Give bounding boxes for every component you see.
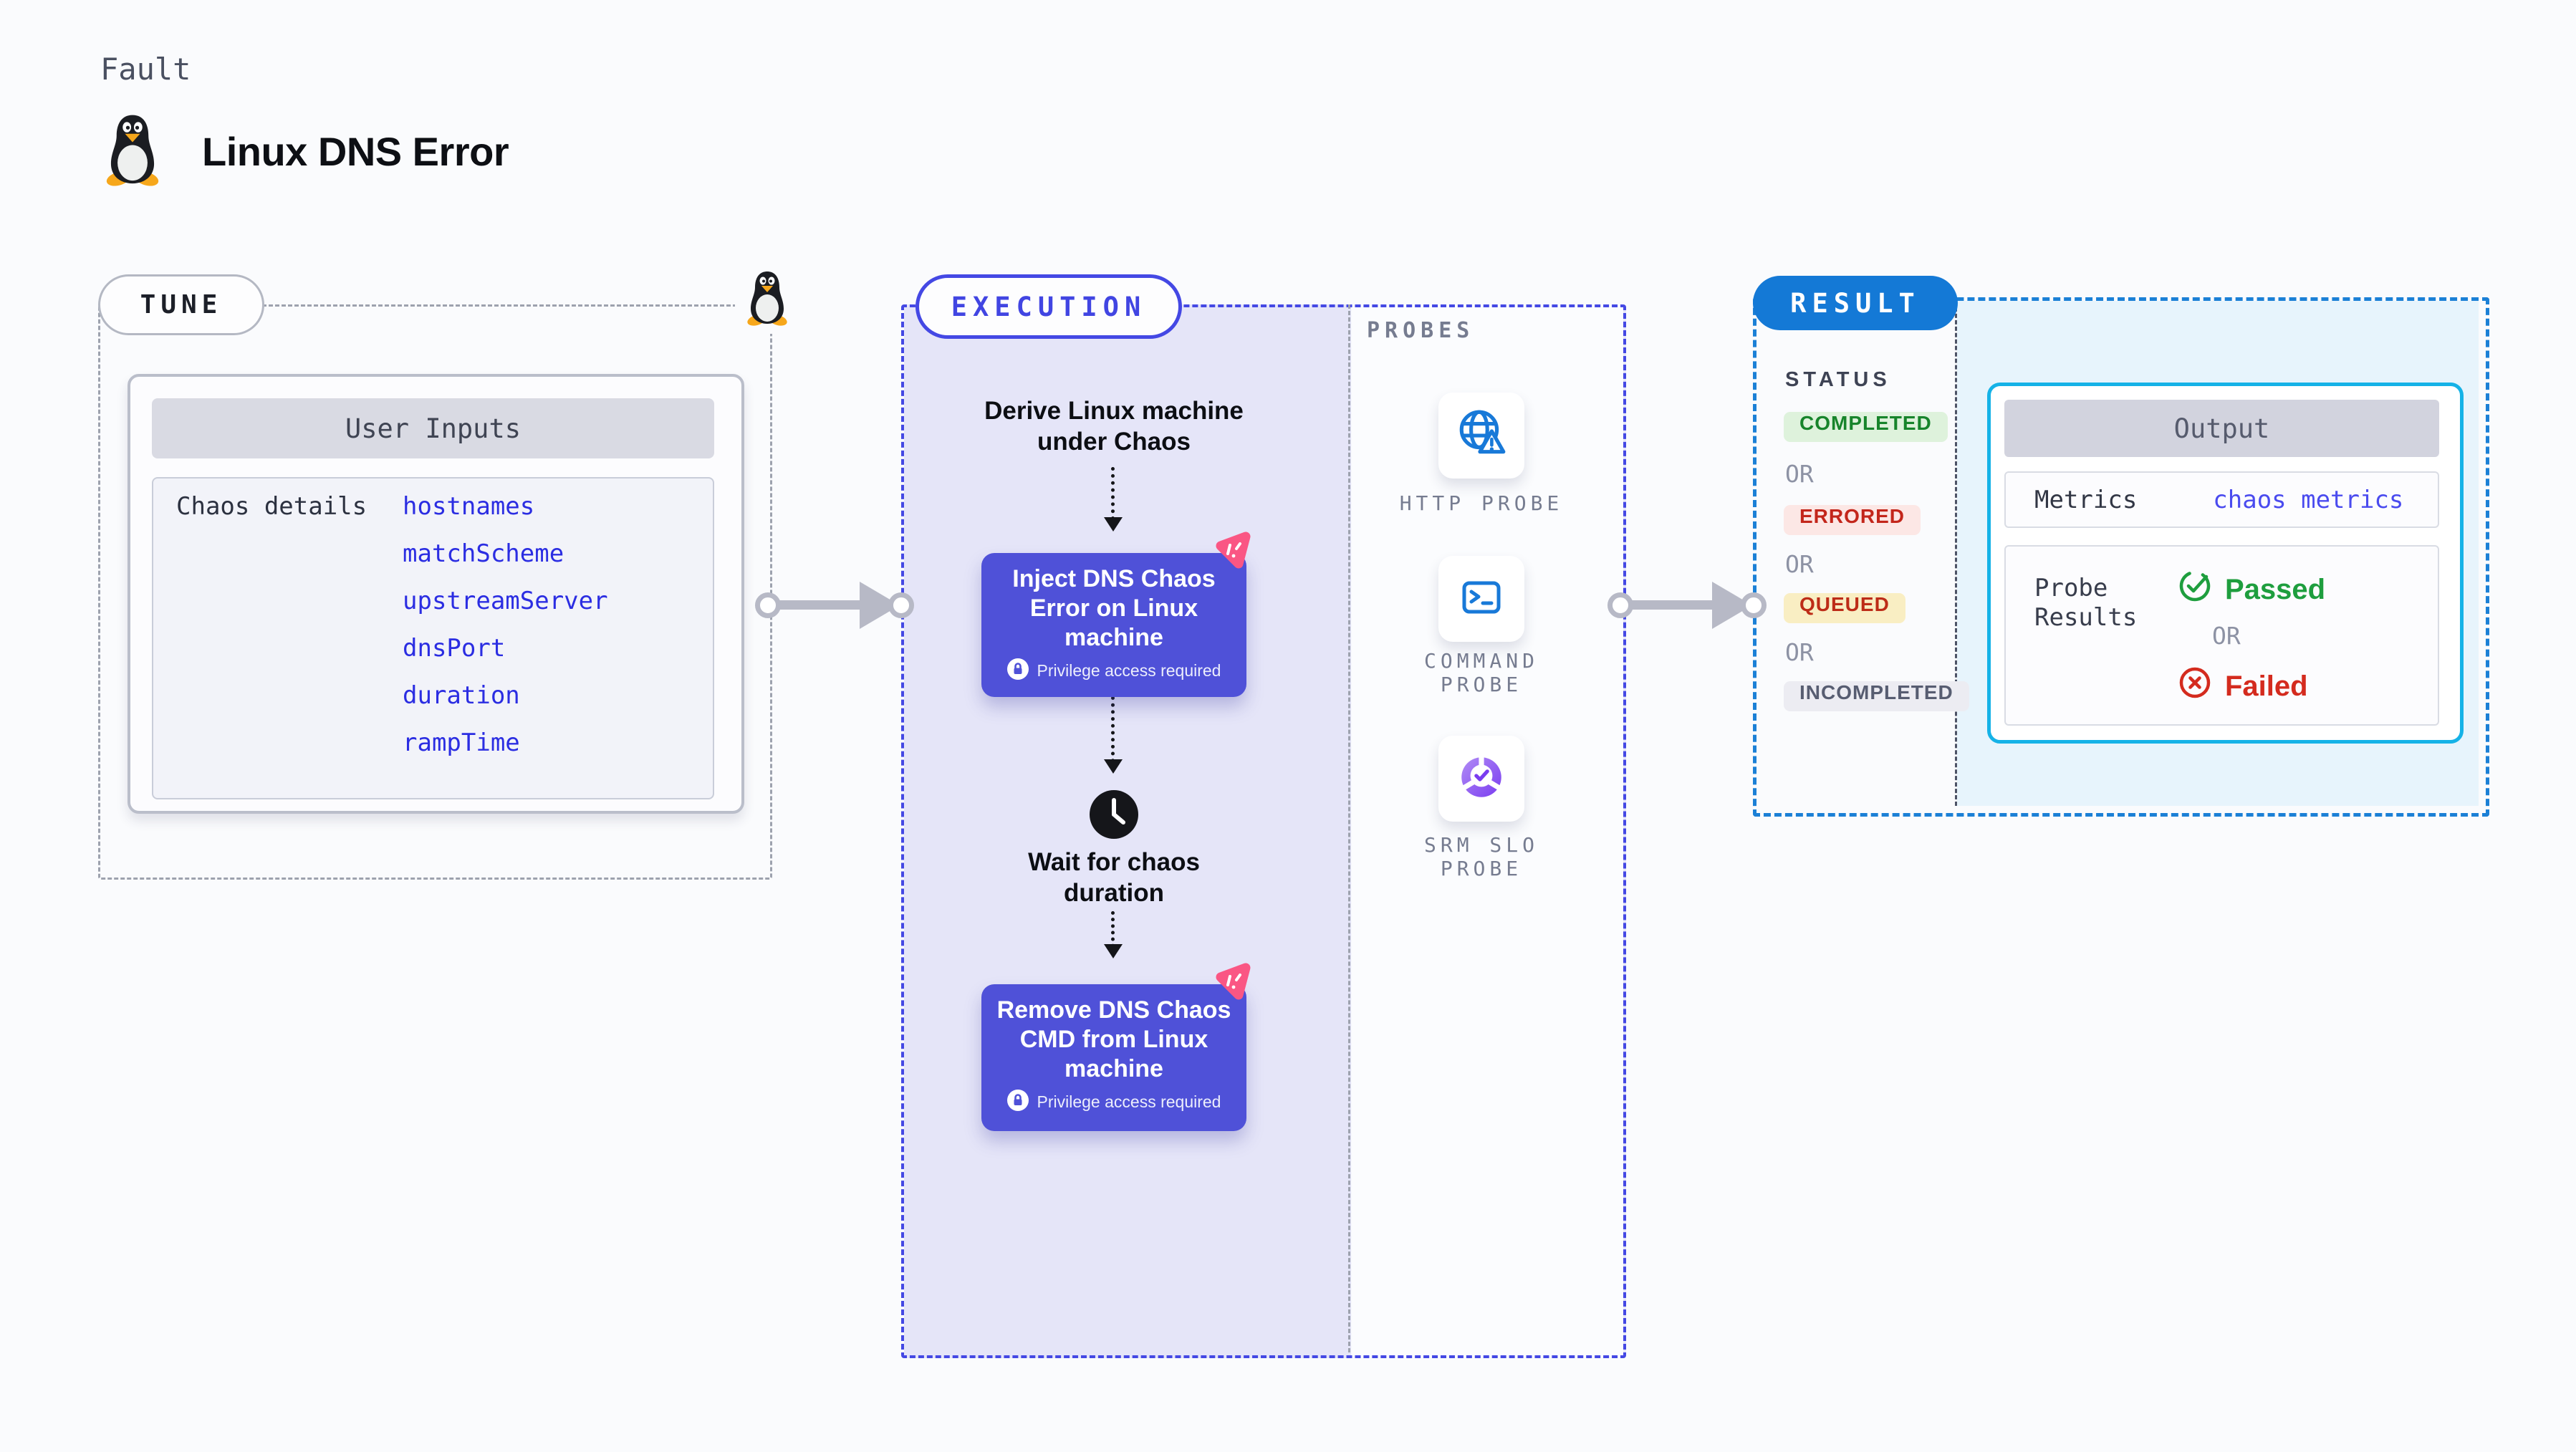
arrow-tune-to-execution <box>755 573 914 638</box>
chaos-details-label: Chaos details <box>176 492 367 521</box>
failed-text: Failed <box>2225 670 2308 702</box>
inject-chaos-title: Inject DNS Chaos Error on Linux machine <box>1012 565 1216 651</box>
execution-probes-divider <box>1348 304 1350 1352</box>
inject-chaos-node[interactable]: Inject DNS Chaos Error on Linux machine … <box>981 553 1246 697</box>
param-hostnames[interactable]: hostnames <box>403 492 535 521</box>
output-card: Output Metrics chaos metrics Probe Resul… <box>1987 383 2464 744</box>
srm-slo-probe-label: SRM SLO PROBE <box>1423 833 1539 880</box>
derive-step-text: Derive Linux machine under Chaos <box>984 397 1244 456</box>
x-circle-icon <box>2178 665 2212 707</box>
remove-privilege-badge: Privilege access required <box>1037 1092 1221 1111</box>
probe-results-row: Probe Results Passed OR <box>2004 545 2439 726</box>
param-matchscheme[interactable]: matchScheme <box>403 539 564 568</box>
param-dnsport[interactable]: dnsPort <box>403 634 506 663</box>
metrics-value-link[interactable]: chaos metrics <box>2213 485 2404 514</box>
status-badge-incompleted: INCOMPLETED <box>1784 681 1969 711</box>
user-inputs-title: User Inputs <box>152 398 714 458</box>
command-probe-label: COMMAND PROBE <box>1423 649 1539 696</box>
status-or-2: OR <box>1785 550 1814 578</box>
flow-arrow-2 <box>1104 696 1123 774</box>
slo-donut-icon <box>1455 751 1508 807</box>
execution-section-box <box>901 304 1626 1358</box>
remove-chaos-node[interactable]: Remove DNS Chaos CMD from Linux machine … <box>981 984 1246 1131</box>
flow-arrow-1 <box>1104 467 1123 532</box>
user-inputs-body: Chaos details hostnames matchScheme upst… <box>152 477 714 799</box>
linux-tux-icon <box>102 113 163 190</box>
page-title: Linux DNS Error <box>202 129 509 174</box>
command-probe-card[interactable] <box>1438 556 1524 642</box>
failed-verdict: Failed <box>2178 665 2308 707</box>
passed-verdict: Passed <box>2178 569 2325 610</box>
inject-privilege-badge: Privilege access required <box>1037 661 1221 680</box>
http-probe-card[interactable] <box>1438 393 1524 479</box>
chaos-flag-icon <box>1212 961 1254 1006</box>
lock-icon <box>1006 1090 1029 1115</box>
status-badge-completed: COMPLETED <box>1784 412 1948 442</box>
user-inputs-card: User Inputs Chaos details hostnames matc… <box>128 374 744 814</box>
probe-results-label: Probe Results <box>2034 574 2138 632</box>
tune-section-label: TUNE <box>140 290 223 319</box>
status-column-label: STATUS <box>1785 368 1891 391</box>
check-circle-icon <box>2178 569 2212 610</box>
result-section-box <box>1753 297 2489 817</box>
metrics-row: Metrics chaos metrics <box>2004 471 2439 528</box>
srm-slo-probe-card[interactable] <box>1438 736 1524 822</box>
execution-section-pill[interactable]: EXECUTION <box>915 274 1182 339</box>
status-badge-errored: ERRORED <box>1784 505 1921 535</box>
param-upstreamserver[interactable]: upstreamServer <box>403 587 608 615</box>
lock-icon <box>1006 658 1029 683</box>
chaos-param-list: hostnames matchScheme upstreamServer dns… <box>403 494 608 755</box>
result-section-label: RESULT <box>1790 287 1921 319</box>
param-ramptime[interactable]: rampTime <box>403 729 520 757</box>
tux-corner-icon <box>735 262 799 334</box>
probes-section-label: PROBES <box>1367 318 1475 343</box>
status-or-3: OR <box>1785 638 1814 666</box>
output-card-title: Output <box>2004 400 2439 457</box>
http-probe-label: HTTP PROBE <box>1399 491 1564 515</box>
passed-text: Passed <box>2225 573 2326 605</box>
result-section-pill[interactable]: RESULT <box>1753 276 1958 330</box>
wait-step-text: Wait for chaos duration <box>1028 848 1200 907</box>
arrow-execution-to-result <box>1607 573 1767 638</box>
execution-section-label: EXECUTION <box>951 291 1147 322</box>
page-kicker: Fault <box>100 52 191 87</box>
param-duration[interactable]: duration <box>403 681 520 710</box>
metrics-label: Metrics <box>2034 485 2138 514</box>
status-badge-queued: QUEUED <box>1784 593 1905 623</box>
terminal-icon <box>1456 572 1507 627</box>
verdict-or: OR <box>2212 622 2241 650</box>
chaos-flag-icon <box>1212 530 1254 575</box>
status-or-1: OR <box>1785 460 1814 488</box>
page-title-row: Linux DNS Error <box>102 113 509 190</box>
wait-clock-icon <box>1088 789 1140 844</box>
flow-arrow-3 <box>1104 911 1123 958</box>
result-status-divider <box>1955 301 1957 806</box>
remove-chaos-title: Remove DNS Chaos CMD from Linux machine <box>996 996 1231 1082</box>
tune-section-box <box>98 304 772 880</box>
tune-section-pill[interactable]: TUNE <box>98 274 264 335</box>
globe-alert-icon <box>1455 408 1508 464</box>
